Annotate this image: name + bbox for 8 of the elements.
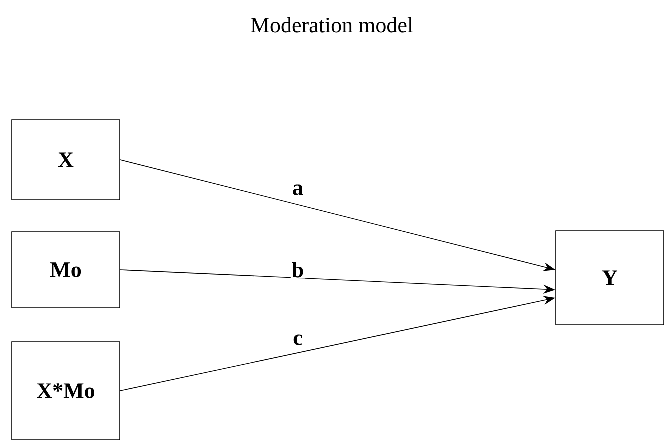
variable-box: X	[12, 120, 120, 200]
title: Moderation model	[251, 17, 414, 33]
edge-label: b	[290, 261, 306, 279]
variable-box: Y	[556, 230, 664, 326]
variable-box: X*Mo	[12, 342, 120, 440]
variable-box: Mo	[12, 232, 120, 308]
edge-label: c	[292, 334, 304, 346]
edge-label: a	[292, 184, 304, 196]
